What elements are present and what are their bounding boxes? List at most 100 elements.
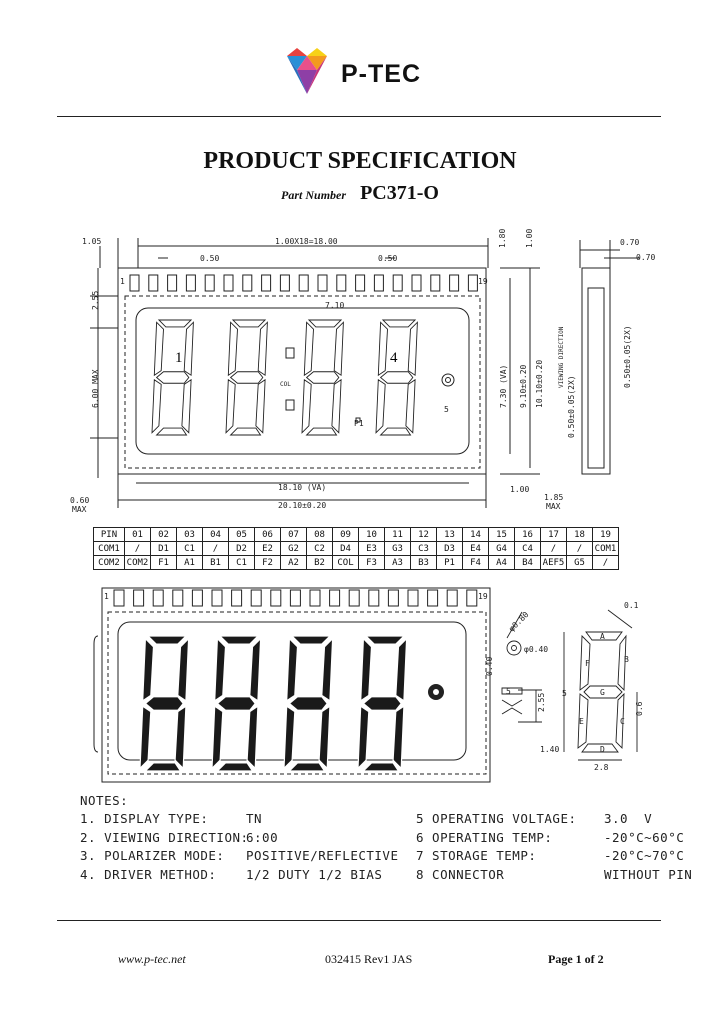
pin-table-cell: AEF5 (540, 555, 567, 570)
display-segment (229, 427, 262, 436)
pin-table-cell: 19 (592, 527, 619, 542)
display-segment (155, 371, 190, 384)
lcd-pin (466, 589, 478, 607)
note-value: -20°C~70°C (604, 848, 685, 863)
lcd-pin (185, 274, 196, 292)
pin-table-cell: E4 (462, 541, 489, 556)
pin-table-cell: / (592, 555, 619, 570)
display-segment (287, 762, 326, 772)
pin-table-cell: 01 (124, 527, 151, 542)
pin-table-cell: B2 (306, 555, 333, 570)
display-segment (227, 321, 238, 377)
display-segment (381, 319, 417, 328)
detail-dim-080: φ0.80 (507, 610, 531, 634)
seg-e-label: E (579, 717, 584, 726)
seg-g-label: G (600, 688, 605, 697)
lcd-pin (129, 274, 140, 292)
lcd-pin (392, 274, 403, 292)
dim-910: 9.10±0.20 (519, 364, 528, 408)
lcd-pin (348, 589, 360, 607)
display-segment (153, 321, 164, 377)
display-segment (357, 705, 370, 770)
pin-table-cell: / (566, 541, 593, 556)
viewing-direction-label: VIEWING DIRECTION (558, 326, 565, 388)
lcd-pin (204, 274, 215, 292)
dim-600: 6.00 MAX (91, 369, 100, 408)
lcd-pin (279, 274, 290, 292)
display-segment (405, 378, 416, 434)
display-segment (146, 635, 188, 645)
display-segment (360, 637, 373, 702)
pin-table-cell: / (202, 541, 229, 556)
lcd-pin (355, 274, 366, 292)
display-segment (333, 321, 344, 377)
display-segment (303, 321, 314, 377)
pin-table-cell: 14 (462, 527, 489, 542)
pin-table-cell: COM2 (124, 555, 151, 570)
note-key: 7 STORAGE TEMP: (416, 848, 537, 863)
logo-mark-icon (287, 48, 327, 94)
seg-c-label: C (620, 717, 625, 726)
dim-070-a: 0.70 (620, 238, 639, 247)
seg-a-label: A (600, 632, 605, 641)
pin-table-cell: E2 (254, 541, 281, 556)
pin-1-label-lower: 1 (104, 592, 109, 601)
display-segment (392, 705, 405, 770)
display-segment (181, 378, 192, 434)
display-segment (151, 378, 162, 434)
seg5-label: 5 (444, 405, 449, 414)
pin-19-label: 19 (478, 277, 488, 286)
lcd-pin (270, 589, 282, 607)
note-key: 8 CONNECTOR (416, 866, 505, 882)
pin-table-cell: G5 (566, 555, 593, 570)
seg-f-label: F (585, 659, 590, 668)
display-segment (214, 637, 227, 702)
brand-logo: P-TEC (283, 44, 443, 100)
lcd-pin (373, 274, 384, 292)
lcd-pin (309, 589, 321, 607)
pin-table-cell: G3 (384, 541, 411, 556)
pin-table-cell: 09 (332, 527, 359, 542)
pin-table-cell: 11 (384, 527, 411, 542)
display-segment (301, 378, 312, 434)
lcd-pin (113, 589, 125, 607)
pin-table-cell: / (540, 541, 567, 556)
pin-table-cell: 03 (176, 527, 203, 542)
pin-table-cell: 10 (358, 527, 385, 542)
pin-table-cell: 15 (488, 527, 515, 542)
note-value: POSITIVE/REFLECTIVE (246, 848, 399, 863)
pin-table-cell: D1 (150, 541, 177, 556)
dim-1010: 10.10±0.20 (535, 360, 544, 408)
dim-va-height: 7.30 (VA) (499, 365, 508, 408)
lcd-pin (368, 589, 380, 607)
part-number-value: PC371-O (360, 182, 439, 204)
detail-dim-255: 2.55 (537, 693, 546, 712)
display-segment (218, 635, 260, 645)
brand-name: P-TEC (341, 60, 421, 88)
detail-dim-06: 0.6 (635, 701, 644, 716)
part-number-label: Part Number (281, 188, 347, 202)
detail-dim-5: 5 (562, 689, 567, 698)
note-key: 5 OPERATING VOLTAGE: (416, 811, 577, 826)
part-number-line: Part Number PC371-O (0, 182, 720, 205)
lcd-pin (446, 589, 458, 607)
lcd-pin (336, 274, 347, 292)
note-value: WITHOUT PIN (604, 866, 693, 882)
note-key: 3. POLARIZER MODE: (80, 848, 225, 863)
display-segment (177, 637, 190, 702)
display-segment (321, 637, 334, 702)
pin-table-cell: D2 (228, 541, 255, 556)
display-segment (395, 637, 408, 702)
lcd-pin (449, 274, 460, 292)
header-rule (57, 116, 661, 117)
display-segment (290, 635, 332, 645)
pin-table-cell: F4 (462, 555, 489, 570)
dim-185-max: MAX (546, 502, 561, 511)
pin-table-cell: G2 (280, 541, 307, 556)
detail-seg5-label: 5 (506, 687, 511, 696)
display-segment (331, 378, 342, 434)
note-value: 3.0 V (604, 811, 653, 826)
dim-050-left: 0.50 (200, 254, 219, 263)
lcd-pin (148, 274, 159, 292)
